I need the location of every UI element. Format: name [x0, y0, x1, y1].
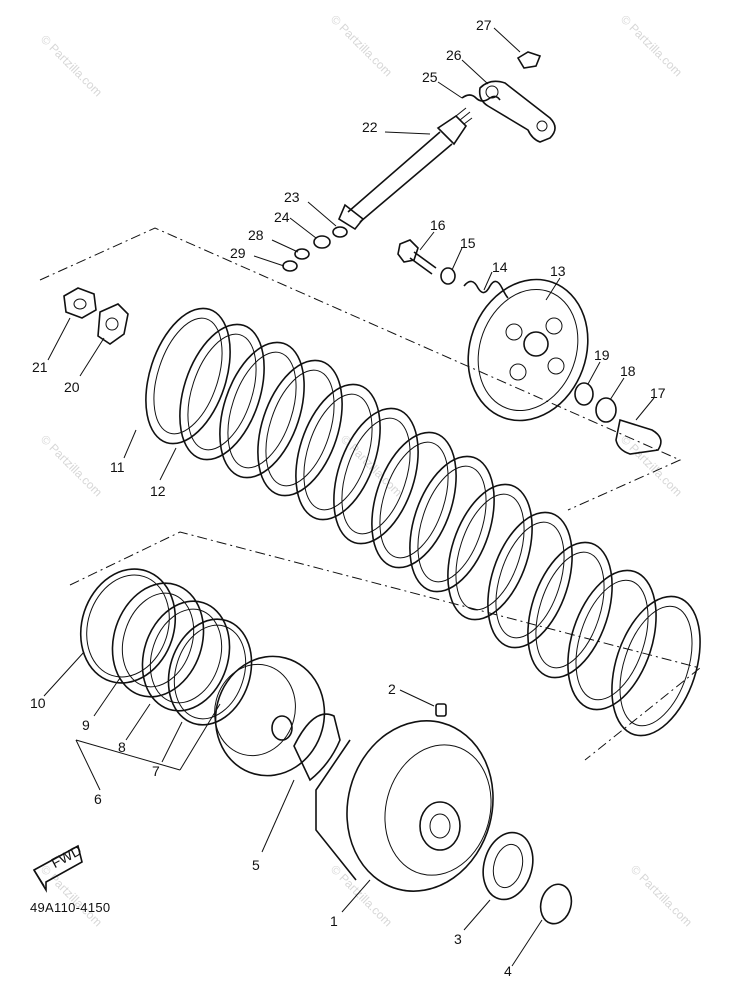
fwd-label: FWD — [48, 842, 84, 871]
part-20-lock-washer — [97, 303, 129, 345]
part-18-bearing — [595, 397, 617, 423]
part-27-clip — [516, 51, 542, 69]
label-12: 12 — [150, 483, 166, 499]
part-25-spring — [461, 94, 501, 102]
part-5-clutch-boss — [214, 655, 341, 782]
part-21-lock-nut — [63, 287, 97, 319]
watermarks: © Partzilla.com © Partzilla.com © Partzi… — [38, 12, 695, 929]
watermark: © Partzilla.com — [618, 432, 685, 499]
part-26-push-lever — [478, 80, 556, 143]
label-25: 25 — [422, 69, 438, 85]
label-28: 28 — [248, 227, 264, 243]
label-1: 1 — [330, 913, 338, 929]
part-8-clutch-plate — [141, 600, 231, 712]
watermark: © Partzilla.com — [628, 862, 695, 929]
upper-assembly-frame — [39, 227, 682, 511]
part-22-push-rod-shaft — [337, 107, 473, 231]
label-17: 17 — [650, 385, 666, 401]
part-4-circlip — [539, 883, 573, 925]
label-9: 9 — [82, 717, 90, 733]
label-27: 27 — [476, 17, 492, 33]
label-3: 3 — [454, 931, 462, 947]
clutch-plate-stack — [145, 307, 701, 737]
label-15: 15 — [460, 235, 476, 251]
watermark: © Partzilla.com — [38, 432, 105, 499]
label-5: 5 — [252, 857, 260, 873]
label-2: 2 — [388, 681, 396, 697]
watermark: © Partzilla.com — [328, 12, 395, 79]
label-8: 8 — [118, 739, 126, 755]
part-23-seal — [332, 226, 348, 238]
label-29: 29 — [230, 245, 246, 261]
label-20: 20 — [64, 379, 80, 395]
part-15-washer — [440, 267, 456, 285]
part-1-clutch-housing — [315, 720, 494, 892]
part-14-spring — [463, 280, 509, 299]
diagram-code: 49A110-4150 — [30, 900, 110, 915]
part-10-cushion-ring — [79, 568, 177, 684]
part-24-bearing — [313, 235, 331, 249]
leader-lines — [43, 27, 655, 967]
watermark: © Partzilla.com — [328, 862, 395, 929]
label-13: 13 — [550, 263, 566, 279]
watermark: © Partzilla.com — [38, 32, 105, 99]
lower-assembly-frame — [69, 531, 702, 761]
label-23: 23 — [284, 189, 300, 205]
label-11: 11 — [110, 459, 125, 475]
part-13-pressure-plate — [467, 278, 589, 422]
label-26: 26 — [446, 47, 462, 63]
part-16-bolt — [397, 239, 437, 275]
label-24: 24 — [274, 209, 290, 225]
label-16: 16 — [430, 217, 446, 233]
part-17-push-rod-cap — [615, 418, 662, 455]
label-18: 18 — [620, 363, 636, 379]
label-21: 21 — [32, 359, 48, 375]
watermark: © Partzilla.com — [38, 862, 105, 929]
part-29-circlip — [282, 260, 298, 272]
watermark: © Partzilla.com — [618, 12, 685, 79]
label-14: 14 — [492, 259, 508, 275]
part-labels: 27 26 25 22 23 24 28 29 16 15 14 13 19 1… — [30, 17, 666, 979]
part-2-spacer — [435, 703, 447, 717]
part-9-friction-plate — [111, 582, 205, 698]
label-10: 10 — [30, 695, 46, 711]
label-19: 19 — [594, 347, 610, 363]
label-4: 4 — [504, 963, 512, 979]
part-7-cushion-spring — [167, 618, 253, 726]
part-3-primary-driven-gear — [482, 831, 534, 901]
part-19-washer — [574, 382, 594, 406]
label-22: 22 — [362, 119, 378, 135]
label-7: 7 — [152, 763, 160, 779]
label-6: 6 — [94, 791, 102, 807]
part-28-washer — [294, 248, 310, 260]
